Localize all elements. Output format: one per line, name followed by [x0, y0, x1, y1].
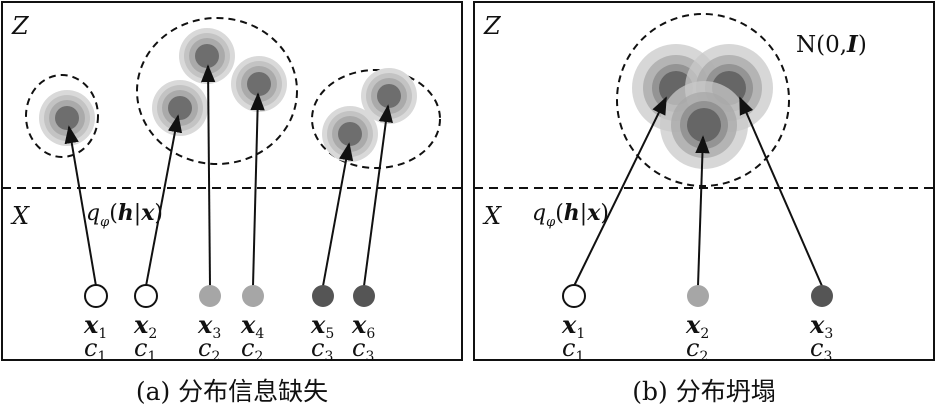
input-labels-a: x1 c1 x2 c1 x3 c2 x4 c2 x5 c3 x6 c3	[83, 310, 375, 365]
latent-point	[322, 106, 378, 162]
class-label: c1	[84, 334, 106, 365]
cluster-ellipse-1	[25, 74, 99, 158]
cluster-ellipse-2	[136, 17, 298, 165]
input-label: x1	[83, 310, 107, 342]
latent-point	[179, 28, 235, 84]
input-labels-b: x1 c1 x2 c2 x3 c3	[561, 310, 833, 365]
latent-point	[39, 90, 95, 146]
class-label: c1	[562, 334, 584, 365]
class-label: c1	[134, 334, 156, 365]
input-point-x2	[134, 284, 158, 308]
input-points-b	[562, 284, 833, 308]
encoder-arrows-b	[573, 96, 823, 287]
arrow-x4	[250, 92, 265, 287]
input-point-x4	[242, 285, 264, 307]
input-label: x5	[310, 310, 334, 342]
panel-a: Z X qφ(h|x)	[1, 1, 463, 406]
arrow-x5	[322, 142, 354, 287]
arrow-x1	[573, 96, 667, 287]
class-label: c3	[352, 334, 374, 365]
arrow-x6	[363, 104, 393, 287]
input-label: x2	[685, 310, 709, 342]
encoder-arrows-a	[64, 64, 393, 287]
input-points-a	[84, 284, 375, 308]
latent-clusters-a	[25, 17, 441, 169]
class-label: c3	[810, 334, 832, 365]
input-point-x3	[199, 285, 221, 307]
input-point-x3	[811, 285, 833, 307]
input-point-x1	[562, 284, 586, 308]
input-label: x6	[351, 310, 375, 342]
input-label: x4	[240, 310, 264, 342]
input-label: x3	[197, 310, 221, 342]
class-label: c3	[311, 334, 333, 365]
latent-points-a	[39, 28, 417, 162]
panel-b-x-label: X	[482, 202, 502, 230]
collapsed-point	[660, 81, 748, 169]
latent-point	[152, 80, 208, 136]
panel-a-z-label: Z	[11, 12, 30, 40]
arrow-x1	[64, 125, 97, 287]
input-label: x2	[133, 310, 157, 342]
caption-a: (a) 分布信息缺失	[136, 377, 328, 406]
prior-circle	[616, 13, 790, 187]
panel-b-posterior-label: qφ(h|x)	[532, 200, 609, 230]
input-point-x6	[353, 285, 375, 307]
input-point-x5	[312, 285, 334, 307]
latent-point	[231, 56, 287, 112]
class-label: c2	[198, 334, 220, 365]
class-label: c2	[241, 334, 263, 365]
panel-a-frame	[1, 1, 463, 361]
panel-a-x-label: X	[10, 202, 30, 230]
arrow-x3	[739, 96, 823, 287]
arrow-x3	[200, 64, 216, 287]
panel-a-posterior-label: qφ(h|x)	[86, 200, 163, 230]
input-point-x2	[687, 285, 709, 307]
class-label: c2	[686, 334, 708, 365]
arrow-x2	[695, 135, 710, 287]
panel-b-z-label: Z	[483, 12, 502, 40]
panel-b: Z X qφ(h|x) N(0,I)	[473, 1, 935, 406]
panel-b-frame	[473, 1, 935, 361]
caption-b: (b) 分布坍塌	[632, 377, 775, 406]
input-label: x3	[809, 310, 833, 342]
input-point-x1	[84, 284, 108, 308]
prior-label: N(0,I)	[796, 31, 867, 58]
arrow-x2	[145, 114, 183, 287]
cluster-ellipse-3	[311, 69, 441, 169]
input-label: x1	[561, 310, 585, 342]
